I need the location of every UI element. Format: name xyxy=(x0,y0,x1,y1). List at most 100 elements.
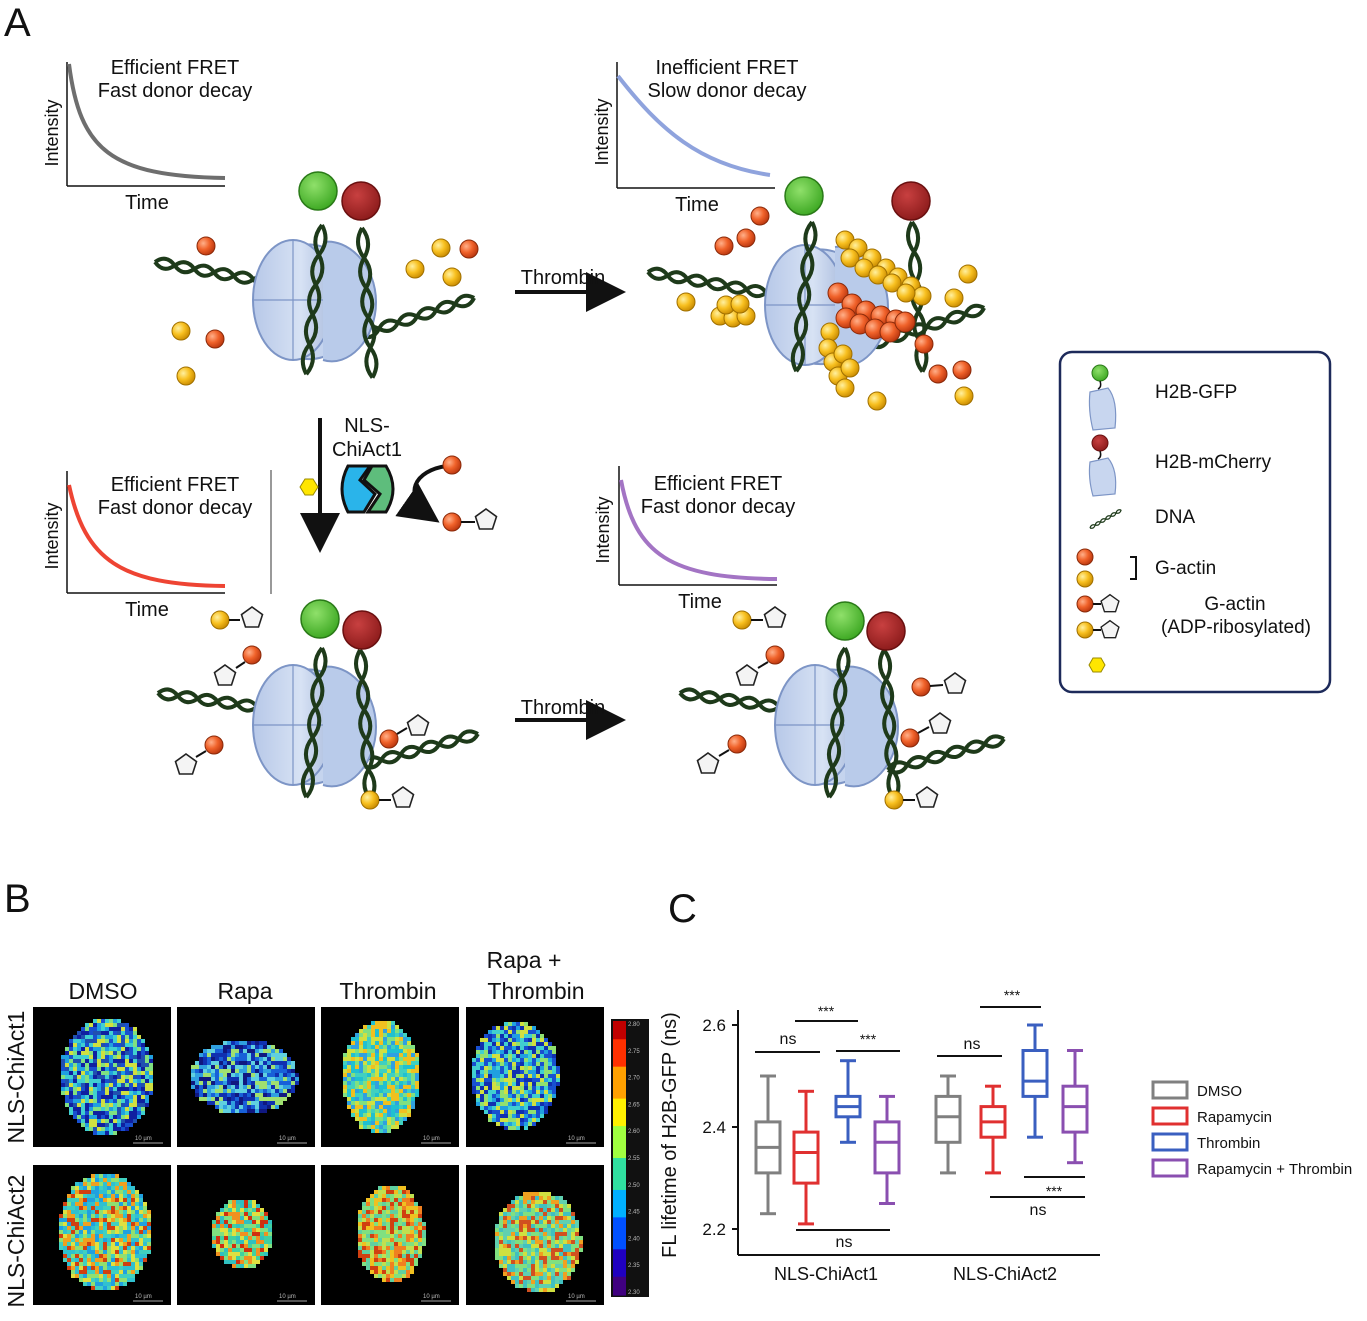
plot-title-line1: Efficient FRET xyxy=(111,474,240,496)
scalebar-label: 10 µm xyxy=(279,1136,296,1142)
h2b-gfp-icon xyxy=(784,176,824,216)
colorbar-tick-label: 2.50 xyxy=(628,1183,640,1189)
x-axis-label: Time xyxy=(675,194,719,216)
box-dmso xyxy=(754,1074,782,1216)
colorbar-tick-label: 2.40 xyxy=(628,1236,640,1242)
row-header-chiact2: NLS-ChiAct2 xyxy=(3,1175,29,1308)
lifetime-box-chart: FL lifetime of H2B-GFP (ns) NLS-ChiAct1 … xyxy=(659,987,1100,1284)
chiact-enzyme-blue-icon xyxy=(340,464,377,514)
x-axis-label: Time xyxy=(678,591,722,613)
y-tick-label: 2.6 xyxy=(702,1016,726,1035)
decay-plot-top-right: Inefficient FRET Slow donor decay Intens… xyxy=(592,57,806,216)
nad-legend-icon xyxy=(1088,657,1106,673)
colorbar-tick-label: 2.70 xyxy=(628,1076,640,1082)
group-label: NLS-ChiAct1 xyxy=(774,1264,878,1284)
thrombin-arrow-bottom: Thrombin xyxy=(515,697,626,740)
h2b-mcherry-icon xyxy=(341,181,381,221)
box-dmso xyxy=(934,1074,962,1175)
box-rapamycin-thrombin xyxy=(1061,1049,1089,1165)
legend-label: DNA xyxy=(1155,507,1195,528)
sig-label: *** xyxy=(818,1003,835,1019)
plot-title-line1: Inefficient FRET xyxy=(655,57,798,79)
sig-label: ns xyxy=(1030,1202,1047,1219)
thrombin-label: Thrombin xyxy=(521,267,605,289)
plot-title-line1: Efficient FRET xyxy=(654,473,783,495)
y-axis-label: Intensity xyxy=(592,98,612,165)
legend-label: G-actin xyxy=(1155,558,1216,579)
box-rapamycin xyxy=(792,1089,820,1226)
decay-curve xyxy=(67,63,226,180)
h2b-mcherry-icon xyxy=(891,181,931,221)
thrombin-label: Thrombin xyxy=(521,697,605,719)
column-header-rapa-thrombin-line2: Thrombin xyxy=(487,978,584,1004)
gfp-legend-icon xyxy=(1091,364,1109,382)
column-header-dmso: DMSO xyxy=(69,978,138,1004)
panel-b-label: B xyxy=(4,877,31,921)
legend-label: H2B-GFP xyxy=(1155,382,1237,403)
legend-swatch xyxy=(1151,1106,1189,1126)
row-header-chiact1: NLS-ChiAct1 xyxy=(3,1011,29,1144)
legend-panel-a: H2B-GFP H2B-mCherry DNA G-actin G-actin … xyxy=(1058,350,1332,694)
colorbar-tick-label: 2.35 xyxy=(628,1263,640,1269)
mcherry-legend-icon xyxy=(1091,434,1109,452)
sig-label: *** xyxy=(860,1031,877,1047)
legend-label: Rapamycin xyxy=(1197,1109,1272,1126)
flim-image-0: 10 µm xyxy=(33,1007,171,1147)
flim-image-6: 10 µm xyxy=(321,1165,459,1305)
h2b-mcherry-icon xyxy=(342,610,382,650)
legend-swatch xyxy=(1151,1132,1189,1152)
y-tick-label: 2.4 xyxy=(702,1118,726,1137)
legend-label: Thrombin xyxy=(1197,1135,1260,1152)
y-axis-label: Intensity xyxy=(593,496,613,563)
sig-label: *** xyxy=(1004,987,1021,1003)
decay-plot-bottom-left: Efficient FRET Fast donor decay Intensit… xyxy=(42,470,272,621)
decay-curve xyxy=(616,74,771,177)
flim-image-5: 10 µm xyxy=(177,1165,315,1305)
plot-title-line2: Fast donor decay xyxy=(98,80,253,102)
column-header-rapa-thrombin-line1: Rapa + xyxy=(487,947,562,973)
sig-label: *** xyxy=(1046,1183,1063,1199)
flim-image-1: 10 µm xyxy=(177,1007,315,1147)
chiact-enzyme-green-icon xyxy=(362,464,395,514)
sig-label: ns xyxy=(836,1234,853,1251)
scalebar-label: 10 µm xyxy=(423,1136,440,1142)
colorbar-tick-label: 2.75 xyxy=(628,1049,640,1055)
scalebar-label: 10 µm xyxy=(279,1294,296,1300)
lifetime-colorbar: 2.802.752.702.652.602.552.502.452.402.35… xyxy=(611,1019,649,1297)
sig-label: ns xyxy=(964,1036,981,1053)
flim-image-3: 10 µm xyxy=(466,1007,604,1147)
plot-title-line2: Slow donor decay xyxy=(648,80,807,102)
colorbar-tick-label: 2.65 xyxy=(628,1102,640,1108)
box-rapamycin-thrombin xyxy=(873,1094,901,1205)
column-header-thrombin: Thrombin xyxy=(339,978,436,1004)
h2b-gfp-icon xyxy=(300,599,340,639)
y-tick-label: 2.2 xyxy=(702,1220,726,1239)
scalebar-label: 10 µm xyxy=(423,1294,440,1300)
plot-title-line1: Efficient FRET xyxy=(111,57,240,79)
sig-label: ns xyxy=(780,1031,797,1048)
colorbar-tick-label: 2.30 xyxy=(628,1290,640,1296)
plot-title-line2: Fast donor decay xyxy=(98,497,253,519)
h2b-gfp-icon xyxy=(298,171,338,211)
panel-c-label: C xyxy=(668,887,697,931)
thrombin-arrow-top: Thrombin xyxy=(515,267,626,312)
nucleosome-top-right xyxy=(645,176,988,411)
legend-swatch xyxy=(1151,1158,1189,1178)
scalebar-label: 10 µm xyxy=(135,1294,152,1300)
legend-label: H2B-mCherry xyxy=(1155,452,1272,473)
scalebar-label: 10 µm xyxy=(568,1294,585,1300)
legend-label: (ADP-ribosylated) xyxy=(1161,617,1311,638)
decay-curve xyxy=(619,479,778,581)
significance-annotations: ns *** *** ns ns *** *** ns xyxy=(755,987,1085,1251)
chart-y-label: FL lifetime of H2B-GFP (ns) xyxy=(659,1012,681,1258)
box-rapamycin xyxy=(979,1084,1007,1175)
chiact-reaction: NLS- ChiAct1 xyxy=(299,415,498,553)
plot-title-line2: Fast donor decay xyxy=(641,496,796,518)
h2b-gfp-icon xyxy=(825,601,865,641)
column-header-rapa: Rapa xyxy=(218,978,273,1004)
box-thrombin xyxy=(1021,1023,1049,1139)
nucleosome-top-left xyxy=(152,171,479,386)
group-label: NLS-ChiAct2 xyxy=(953,1264,1057,1284)
nucleosome-bottom-left xyxy=(155,599,482,810)
